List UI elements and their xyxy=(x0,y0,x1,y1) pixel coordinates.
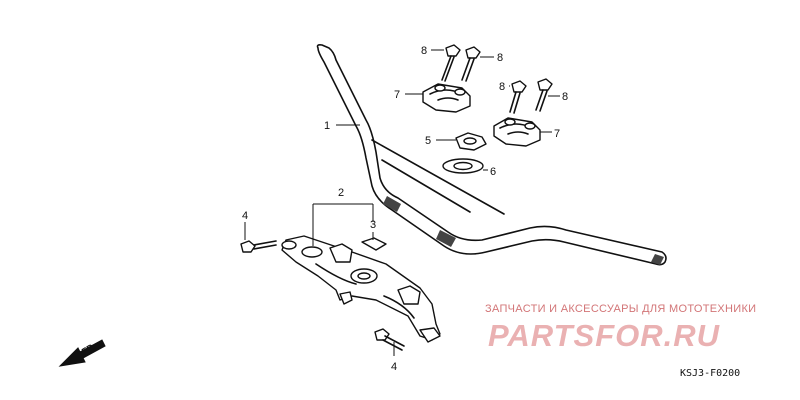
upper-holder-left[interactable] xyxy=(422,83,471,113)
callout-7-b: 7 xyxy=(554,128,560,140)
bolt-8-a[interactable] xyxy=(441,44,461,82)
diagram-code: KSJ3-F0200 xyxy=(680,368,741,379)
bolt-4-a[interactable] xyxy=(240,240,277,253)
front-direction-indicator: FR. xyxy=(58,339,106,367)
handlebar[interactable] xyxy=(316,44,667,266)
front-arrow-icon xyxy=(58,339,106,367)
callout-2: 2 xyxy=(338,187,344,199)
bolt-8-c[interactable] xyxy=(509,80,527,114)
callout-4-a: 4 xyxy=(242,210,248,222)
callout-7-a: 7 xyxy=(394,89,400,101)
watermark-logo: PARTSFOR.RU xyxy=(488,318,721,353)
plate-3[interactable] xyxy=(361,237,387,251)
cushion-6[interactable] xyxy=(442,158,484,174)
callout-8-a: 8 xyxy=(421,45,427,57)
upper-holder-right[interactable] xyxy=(493,117,541,147)
callout-3: 3 xyxy=(370,219,376,231)
bolt-8-b[interactable] xyxy=(461,46,481,82)
callout-8-d: 8 xyxy=(562,91,568,103)
bolt-8-d[interactable] xyxy=(535,78,553,112)
watermark-tagline: ЗАПЧАСТИ И АКСЕССУАРЫ ДЛЯ МОТОТЕХНИКИ xyxy=(485,303,757,315)
callout-5: 5 xyxy=(425,135,431,147)
callout-6: 6 xyxy=(490,166,496,178)
leader-lines xyxy=(244,49,560,356)
washer-5[interactable] xyxy=(455,132,487,151)
front-label: FR. xyxy=(80,341,98,357)
callout-4-b: 4 xyxy=(391,361,397,373)
callout-8-b: 8 xyxy=(497,52,503,64)
callout-1: 1 xyxy=(324,120,330,132)
callout-8-c: 8 xyxy=(499,81,505,93)
bolt-4-b[interactable] xyxy=(374,328,405,351)
lower-holder[interactable] xyxy=(281,235,441,343)
